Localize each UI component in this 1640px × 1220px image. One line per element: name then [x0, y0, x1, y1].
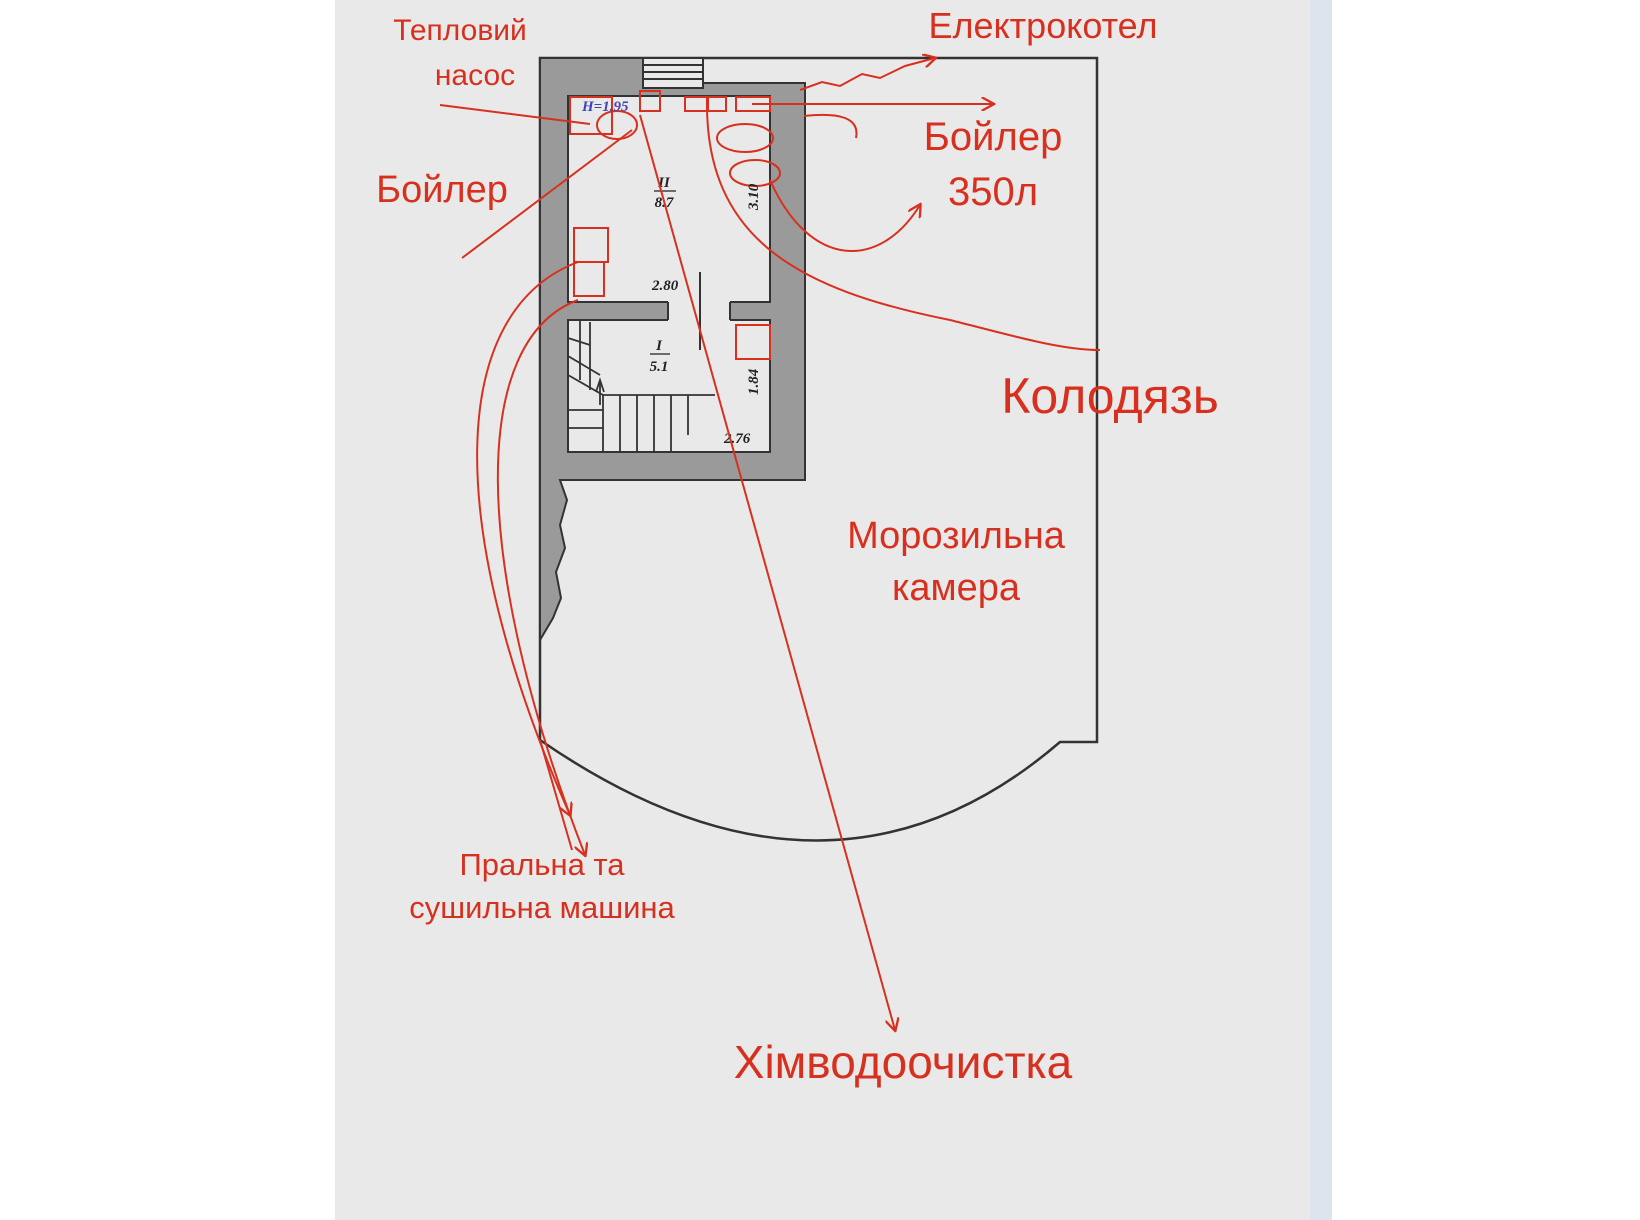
room-1-area: 5.1 — [650, 359, 669, 375]
electric-boiler-pointer — [799, 58, 935, 91]
dim-2-76: 2.76 — [723, 431, 751, 447]
equipment-boxes — [569, 90, 781, 360]
label-freezer-line1: Морозильна — [847, 515, 1066, 557]
inner-staircase — [567, 320, 715, 452]
height-mark: H=1.95 — [581, 99, 629, 115]
label-electric-boiler: Електрокотел — [928, 5, 1157, 46]
dim-2-80: 2.80 — [651, 278, 679, 294]
basement-outline — [538, 56, 1099, 842]
label-heat-pump-line1: Тепловий — [393, 14, 527, 47]
dim-3-10: 3.10 — [746, 183, 762, 211]
background-right — [1332, 0, 1640, 1220]
label-freezer-line2: камера — [892, 567, 1021, 609]
background-left — [0, 0, 335, 1220]
boiler-350-loop — [769, 179, 920, 252]
water-treatment-pointer — [639, 114, 895, 1030]
paper-edge — [1310, 0, 1332, 1220]
annotation-lines — [439, 58, 1101, 1030]
label-washer-line2: сушильна машина — [409, 890, 675, 925]
boiler-left-pointer — [461, 129, 633, 259]
label-boiler-350-line1: Бойлер — [924, 115, 1063, 159]
label-water-treatment: Хімводоочистка — [734, 1036, 1073, 1088]
label-boiler-350-line2: 350л — [948, 170, 1038, 214]
label-well: Колодязь — [1001, 368, 1219, 424]
label-washer-line1: Пральна та — [459, 847, 625, 882]
entrance-stairs — [642, 57, 704, 89]
room-1-number: I — [655, 338, 663, 354]
label-boiler-left: Бойлер — [376, 169, 508, 211]
room-return-curve — [803, 113, 858, 139]
washer-pointer-1 — [476, 261, 579, 815]
washer-pointer-2 — [496, 299, 585, 855]
label-heat-pump-line2: насос — [435, 59, 515, 92]
washer-pointer-3 — [539, 739, 573, 851]
well-pointer — [705, 99, 1101, 351]
dim-1-84: 1.84 — [746, 368, 762, 395]
room-2 — [567, 95, 771, 303]
heat-pump-pointer — [439, 104, 591, 125]
